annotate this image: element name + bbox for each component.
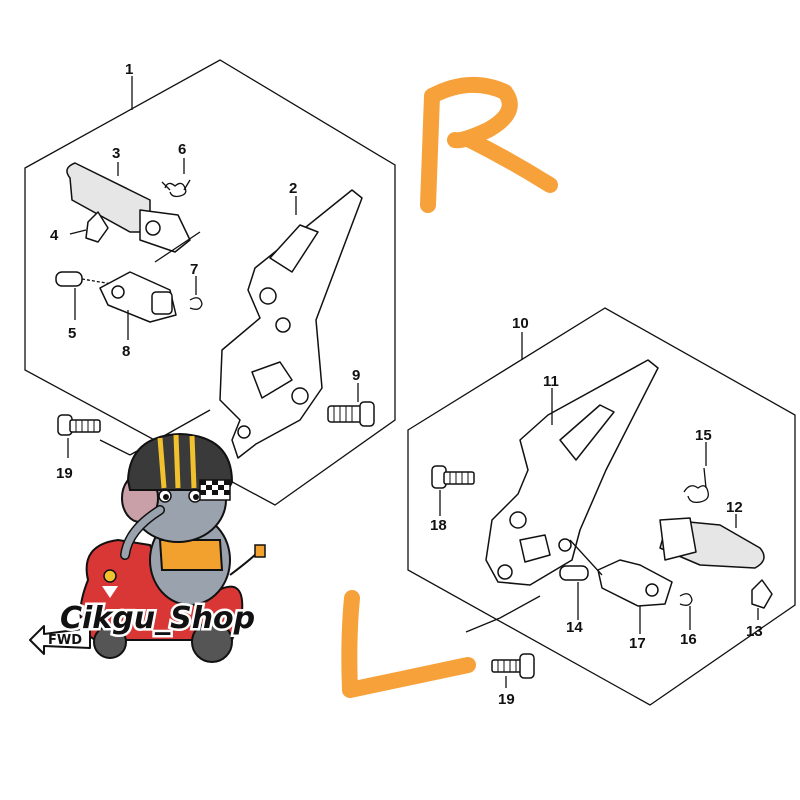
- callout-19-left: 19: [498, 691, 515, 708]
- callout-15: 15: [695, 427, 712, 444]
- callout-3: 3: [112, 145, 120, 162]
- callout-8: 8: [122, 343, 130, 360]
- right-footpeg-group: 1 2 3 4 5 6 7 8 9 19: [24, 59, 396, 506]
- part-4-cap-nut: [85, 211, 109, 243]
- helmet-icon: [126, 432, 234, 491]
- fwd-arrow-icon: FWD: [29, 625, 91, 655]
- callout-1: 1: [125, 61, 133, 78]
- fwd-label: FWD: [48, 633, 82, 648]
- part-19-bolt-left: [491, 653, 535, 679]
- part-19-bolt-right: [57, 414, 101, 436]
- shop-name: Cikgu_Shop: [60, 601, 255, 636]
- part-2-bracket: [219, 189, 363, 459]
- part-9-bolt: [327, 401, 375, 427]
- side-mark-r: R: [420, 76, 558, 213]
- group-boundary-left: [407, 307, 796, 706]
- part-14-pin: [559, 565, 589, 581]
- leader-lines-left: [439, 332, 759, 688]
- part-13-cap-nut: [751, 579, 773, 609]
- shop-watermark: FWD Cikgu_Shop: [29, 432, 266, 663]
- part-8-holder: [99, 271, 177, 323]
- scooter-wheel-rear-icon: [93, 625, 127, 659]
- callout-6: 6: [178, 141, 186, 158]
- callout-13: 13: [746, 623, 763, 640]
- callout-10: 10: [512, 315, 529, 332]
- callout-14: 14: [566, 619, 583, 636]
- scooter-wheel-front-icon: [191, 621, 233, 663]
- part-15-spring: [683, 467, 709, 504]
- callout-5: 5: [68, 325, 76, 342]
- callout-17: 17: [629, 635, 646, 652]
- callout-4: 4: [50, 227, 59, 244]
- callout-9: 9: [352, 367, 360, 384]
- part-12-footpeg: [659, 517, 765, 569]
- part-6-spring: [161, 179, 191, 198]
- part-16-clip: [679, 593, 693, 606]
- part-18-bolt: [431, 465, 475, 489]
- callout-19-right: 19: [56, 465, 73, 482]
- side-mark-l: L: [341, 590, 476, 698]
- callout-12: 12: [726, 499, 743, 516]
- part-7-clip: [189, 297, 203, 310]
- callout-2: 2: [289, 180, 297, 197]
- callout-16: 16: [680, 631, 697, 648]
- callout-11: 11: [543, 373, 559, 390]
- group-boundary-right: [24, 59, 396, 506]
- part-5-pin: [55, 271, 113, 287]
- part-3-footpeg: [66, 162, 191, 253]
- left-footpeg-group: 10 11 12 13 14 15 16 17 18 19: [407, 307, 796, 708]
- part-17-holder: [597, 559, 673, 607]
- callout-18: 18: [430, 517, 447, 534]
- part-11-bracket: [485, 359, 659, 586]
- callout-7: 7: [190, 261, 198, 278]
